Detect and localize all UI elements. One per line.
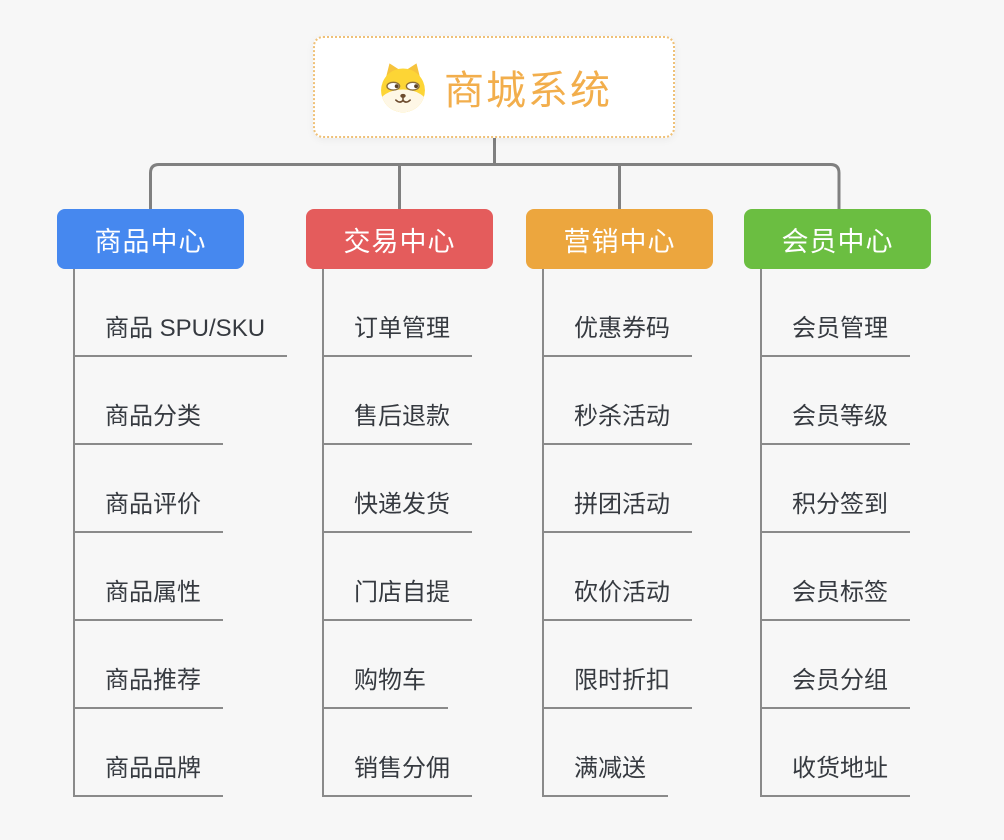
branch-product-center: 商品中心 商品 SPU/SKU 商品分类 商品评价 商品属性 商品推荐 商品品牌 <box>57 209 297 797</box>
branch-trade-items: 订单管理 售后退款 快递发货 门店自提 购物车 销售分佣 <box>322 269 546 797</box>
mindmap-item[interactable]: 订单管理 <box>324 269 472 357</box>
branch-product-items: 商品 SPU/SKU 商品分类 商品评价 商品属性 商品推荐 商品品牌 <box>73 269 297 797</box>
mindmap-item[interactable]: 砍价活动 <box>544 533 692 621</box>
mindmap-item[interactable]: 商品 SPU/SKU <box>75 269 288 357</box>
root-title: 商城系统 <box>444 69 612 113</box>
branch-node-product-center[interactable]: 商品中心 <box>57 209 244 269</box>
mindmap-item[interactable]: 满减送 <box>544 709 668 797</box>
mindmap-item[interactable]: 会员分组 <box>762 621 910 709</box>
mindmap-item[interactable]: 拼团活动 <box>544 445 692 533</box>
mindmap-item[interactable]: 秒杀活动 <box>544 357 692 445</box>
branch-marketing-items: 优惠券码 秒杀活动 拼团活动 砍价活动 限时折扣 满减送 <box>542 269 766 797</box>
mindmap-item[interactable]: 收货地址 <box>762 709 910 797</box>
branch-member-center: 会员中心 会员管理 会员等级 积分签到 会员标签 会员分组 收货地址 <box>744 209 984 797</box>
branch-node-marketing-center[interactable]: 营销中心 <box>526 209 713 269</box>
mindmap-item[interactable]: 商品属性 <box>75 533 223 621</box>
mindmap-item[interactable]: 购物车 <box>324 621 448 709</box>
mindmap-item[interactable]: 门店自提 <box>324 533 472 621</box>
mindmap-item[interactable]: 商品推荐 <box>75 621 223 709</box>
branch-node-member-center[interactable]: 会员中心 <box>744 209 931 269</box>
mindmap-item[interactable]: 销售分佣 <box>324 709 472 797</box>
mindmap-item[interactable]: 会员管理 <box>762 269 910 357</box>
branch-node-trade-center[interactable]: 交易中心 <box>306 209 493 269</box>
branch-trade-center: 交易中心 订单管理 售后退款 快递发货 门店自提 购物车 销售分佣 <box>306 209 546 797</box>
mindmap-item[interactable]: 会员等级 <box>762 357 910 445</box>
mindmap-item[interactable]: 会员标签 <box>762 533 910 621</box>
mindmap-item[interactable]: 限时折扣 <box>544 621 692 709</box>
mindmap-item[interactable]: 优惠券码 <box>544 269 692 357</box>
mindmap-item[interactable]: 商品品牌 <box>75 709 223 797</box>
mindmap-item[interactable]: 售后退款 <box>324 357 472 445</box>
root-node-mall-system[interactable]: 商城系统 <box>313 36 675 138</box>
mindmap-item[interactable]: 积分签到 <box>762 445 910 533</box>
mindmap-item[interactable]: 快递发货 <box>324 445 472 533</box>
mindmap-item[interactable]: 商品评价 <box>75 445 223 533</box>
branch-marketing-center: 营销中心 优惠券码 秒杀活动 拼团活动 砍价活动 限时折扣 满减送 <box>526 209 766 797</box>
branch-member-items: 会员管理 会员等级 积分签到 会员标签 会员分组 收货地址 <box>760 269 984 797</box>
mindmap-item[interactable]: 商品分类 <box>75 357 223 445</box>
dog-face-icon <box>381 63 425 113</box>
